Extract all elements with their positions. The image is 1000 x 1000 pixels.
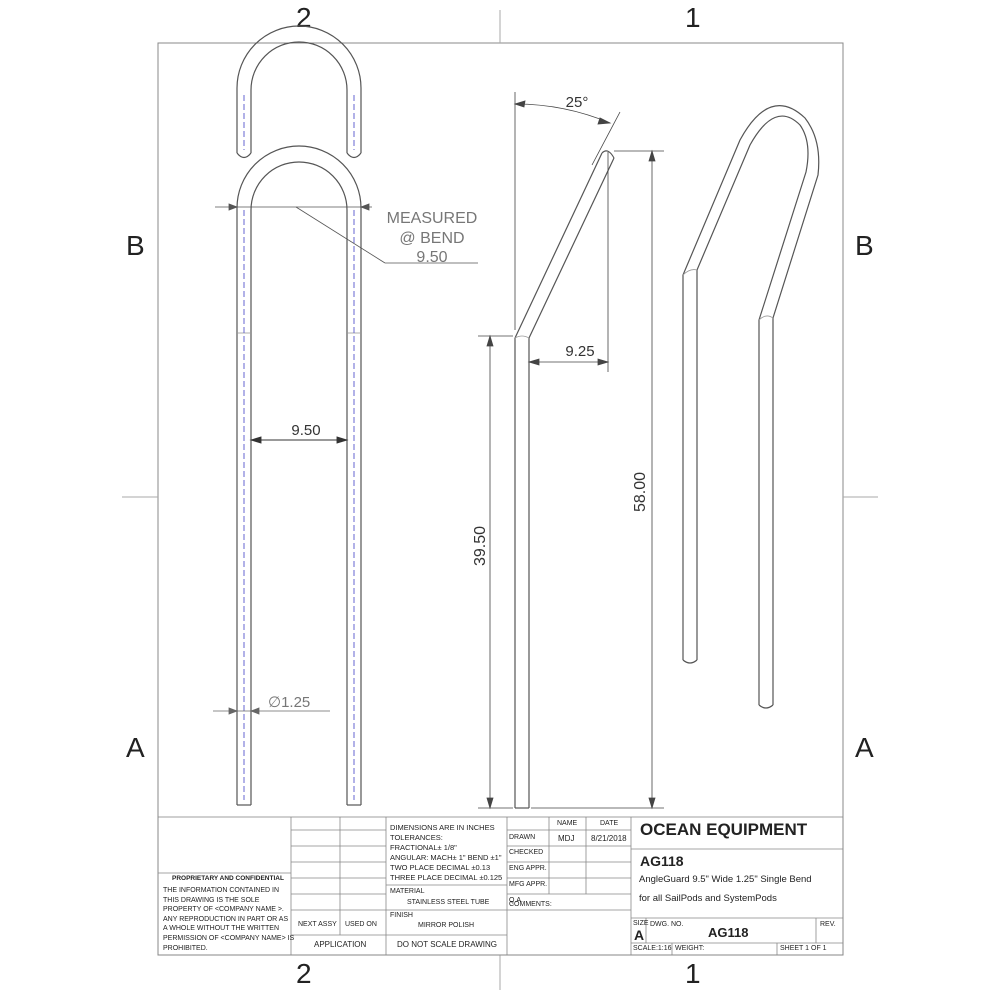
mfg-appr-label: MFG APPR. [509, 881, 548, 888]
part-title: AG118 [640, 853, 684, 869]
application-label: APPLICATION [314, 940, 367, 949]
dwg-no-value: AG118 [708, 925, 749, 940]
finish-value: MIRROR POLISH [418, 922, 475, 929]
isometric-view [682, 105, 820, 709]
scale-label: SCALE:1:16 [633, 945, 672, 952]
proprietary-line: PROPERTY OF <COMPANY NAME >. [163, 906, 284, 914]
dimension-measured-label: MEASURED [387, 210, 478, 227]
tolerance-line: DIMENSIONS ARE IN INCHES [390, 823, 495, 832]
proprietary-notice: THE INFORMATION CONTAINED IN THIS DRAWIN… [163, 886, 294, 953]
qa-label: Q.A. [509, 897, 524, 904]
tolerance-line: FRACTIONAL± 1/8" [390, 843, 457, 852]
dimension-tube-diameter [213, 707, 330, 715]
dimension-width-at-bend-value: 9.50 [416, 249, 447, 266]
size-label: SIZE [633, 920, 649, 927]
weight-label: WEIGHT: [675, 945, 705, 952]
dimension-lower-height-value: 39.50 [472, 526, 489, 566]
checked-label: CHECKED [509, 849, 544, 856]
proprietary-line: THE INFORMATION CONTAINED IN [163, 887, 280, 894]
used-on-label: USED ON [345, 921, 377, 928]
material-value: STAINLESS STEEL TUBE [407, 899, 490, 906]
zone-label-left-a: A [126, 732, 145, 763]
finish-label: FINISH [390, 912, 413, 919]
proprietary-line: PROHIBITED. [163, 944, 208, 952]
front-view [236, 25, 362, 806]
tolerance-line: ANGULAR: MACH± 1" BEND ±1" [390, 853, 502, 862]
comments-label: COMMENTS: [509, 901, 552, 908]
zone-label-top-2: 2 [296, 2, 312, 33]
dimension-total-height [531, 149, 664, 810]
dimension-width-at-bend [215, 203, 478, 264]
dimension-inner-width [249, 436, 349, 444]
proprietary-title: PROPRIETARY AND CONFIDENTIAL [172, 875, 284, 882]
do-not-scale-note: DO NOT SCALE DRAWING [397, 940, 498, 949]
tolerance-line: THREE PLACE DECIMAL ±0.125 [390, 873, 503, 882]
sheet-label: SHEET 1 OF 1 [780, 945, 827, 952]
zone-label-bottom-1: 1 [685, 958, 701, 989]
title-block-grid [157, 816, 844, 956]
proprietary-line: ANY REPRODUCTION IN PART OR AS [163, 915, 289, 923]
proprietary-line: PERMISSION OF <COMPANY NAME> IS [163, 934, 295, 942]
description-line-2: for all SailPods and SystemPods [639, 893, 777, 904]
dimension-lower-height [478, 334, 513, 810]
proprietary-line: THIS DRAWING IS THE SOLE [163, 896, 260, 904]
zone-label-right-a: A [855, 732, 874, 763]
dimension-offset-value: 9.25 [565, 343, 594, 360]
sheet-border [157, 42, 844, 956]
material-label: MATERIAL [390, 888, 425, 895]
tolerance-line: TOLERANCES: [390, 833, 443, 842]
dimension-total-height-value: 58.00 [632, 472, 649, 512]
tolerance-notes: DIMENSIONS ARE IN INCHES TOLERANCES: FRA… [390, 823, 502, 883]
dimension-angle [513, 92, 621, 330]
dimension-at-bend-label: @ BEND [399, 230, 464, 247]
zone-label-right-b: B [855, 230, 874, 261]
next-assy-label: NEXT ASSY [298, 921, 337, 928]
eng-appr-label: ENG APPR. [509, 865, 547, 872]
drawn-label: DRAWN [509, 834, 536, 841]
proprietary-line: A WHOLE WITHOUT THE WRITTEN [163, 925, 280, 933]
dimension-offset [527, 152, 610, 372]
drawn-name: MDJ [558, 834, 575, 843]
side-view [514, 150, 615, 809]
zone-label-left-b: B [126, 230, 145, 261]
dimension-tube-diameter-value: ∅1.25 [268, 694, 310, 711]
rev-label: REV. [820, 921, 836, 928]
dimension-inner-width-value: 9.50 [291, 422, 320, 439]
drawn-date: 8/21/2018 [591, 834, 627, 843]
description-line-1: AngleGuard 9.5" Wide 1.25" Single Bend [639, 874, 812, 885]
dimension-angle-value: 25° [566, 94, 589, 111]
size-value: A [634, 927, 645, 943]
zone-label-bottom-2: 2 [296, 958, 312, 989]
name-header: NAME [557, 820, 578, 827]
company-name: OCEAN EQUIPMENT [640, 820, 808, 839]
date-header: DATE [600, 820, 619, 827]
tolerance-line: TWO PLACE DECIMAL ±0.13 [390, 863, 491, 872]
zone-label-top-1: 1 [685, 2, 701, 33]
dwg-no-label: DWG. NO. [650, 921, 684, 928]
